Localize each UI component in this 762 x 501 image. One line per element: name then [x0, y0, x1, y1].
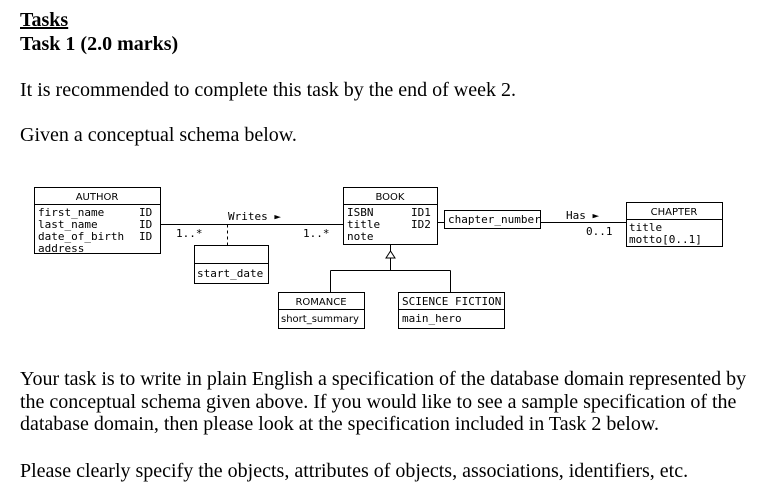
recommendation-text: It is recommended to complete this task … — [20, 79, 516, 101]
science-fiction-box — [398, 292, 505, 329]
romance-attr: short_summary — [281, 314, 359, 325]
generalization-triangle — [385, 250, 396, 259]
author-attr-address: address — [38, 242, 84, 255]
book-attr-title: title — [347, 218, 380, 231]
author-box — [34, 187, 161, 254]
science-fiction-title: SCIENCE FICTION — [402, 295, 501, 308]
writes-author-multiplicity: 1..* — [176, 227, 203, 240]
writes-book-multiplicity: 1..* — [303, 227, 330, 240]
writes-label: Writes ► — [228, 210, 281, 223]
instruction-text: Please clearly specify the objects, attr… — [20, 460, 689, 482]
task-description: Your task is to write in plain English a… — [20, 368, 747, 435]
given-text: Given a conceptual schema below. — [20, 124, 297, 146]
chapter-box — [626, 202, 723, 247]
chapter-number-box — [444, 210, 541, 229]
author-id-1: ID — [139, 206, 152, 219]
chapter-title: CHAPTER — [651, 207, 698, 218]
book-title: BOOK — [376, 192, 405, 203]
book-attr-isbn: ISBN — [347, 206, 374, 219]
has-multiplicity: 0..1 — [586, 225, 613, 238]
start-date-box — [194, 245, 269, 284]
author-id-3: ID — [139, 230, 152, 243]
book-attr-note: note — [347, 230, 374, 243]
author-attr-date-of-birth: date_of_birth — [38, 230, 124, 243]
author-attr-last-name: last_name — [38, 218, 98, 231]
start-date-attribute: start_date — [197, 267, 263, 280]
book-id-2: ID2 — [411, 218, 431, 231]
task-heading: Task 1 (2.0 marks) — [20, 33, 179, 55]
romance-title: ROMANCE — [295, 297, 346, 308]
chapter-attr-motto: motto[0..1] — [629, 233, 702, 246]
chapter-number-label: chapter_number — [448, 213, 541, 226]
science-fiction-attr: main_hero — [402, 312, 462, 325]
author-id-2: ID — [139, 218, 152, 231]
romance-box — [278, 292, 365, 329]
author-title: AUTHOR — [76, 192, 119, 203]
book-id-1: ID1 — [411, 206, 431, 219]
has-label: Has ► — [566, 209, 599, 222]
section-heading: Tasks — [20, 9, 69, 31]
chapter-attr-title: title — [629, 221, 662, 234]
author-attr-first-name: first_name — [38, 206, 104, 219]
